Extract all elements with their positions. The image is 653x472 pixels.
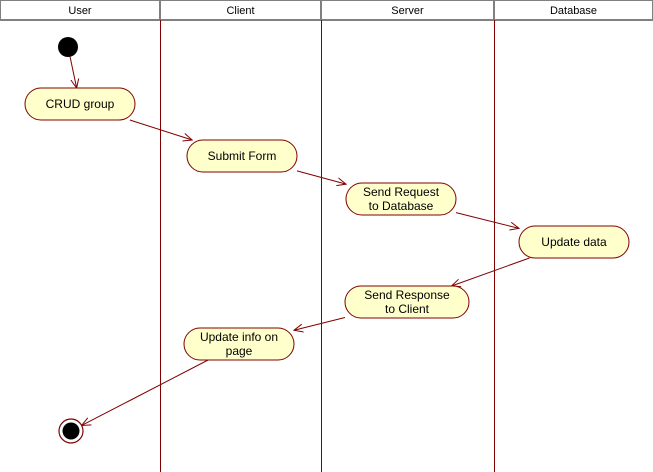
activity-update-data: Update data — [518, 225, 630, 259]
activity-shape — [183, 327, 295, 361]
activity-shape — [344, 285, 470, 319]
swimlane-label-database: Database — [550, 5, 597, 17]
swimlane-header-user — [0, 0, 160, 20]
activity-label: CRUD group — [46, 97, 115, 111]
swimlane-header-server — [321, 0, 494, 20]
flow-arrow-submit-form-to-send-request — [296, 170, 346, 184]
activity-label: Send Request — [363, 185, 440, 199]
activity-submit-form: Submit Form — [186, 139, 298, 173]
activity-shape — [24, 87, 136, 121]
activity-label: Update info on — [200, 330, 278, 344]
final-node — [58, 418, 84, 444]
swimlane-label-user: User — [68, 5, 92, 17]
swimlane-user: User — [0, 0, 160, 20]
activity-label: to Client — [385, 302, 430, 316]
activity-label: Submit Form — [208, 149, 277, 163]
control-flows — [69, 56, 530, 426]
activity-label: Send Response — [364, 288, 450, 302]
flow-arrow-start-to-crud-group — [69, 56, 77, 88]
activity-label: page — [226, 344, 253, 358]
activity-label: Update data — [541, 235, 607, 249]
flow-arrow-update-data-to-send-response — [452, 257, 530, 286]
swimlane-label-server: Server — [391, 5, 424, 17]
activity-crud-group: CRUD group — [24, 87, 136, 121]
flow-arrow-update-info-to-end — [82, 359, 209, 425]
activity-shape — [518, 225, 630, 259]
flow-arrow-crud-group-to-submit-form — [129, 119, 192, 140]
swimlane-database: Database — [494, 0, 653, 20]
flow-arrow-send-response-to-update-info — [294, 317, 346, 331]
swimlane-label-client: Client — [226, 5, 254, 17]
initial-node — [58, 37, 78, 57]
swimlane-client: Client — [160, 0, 321, 20]
activity-shape — [186, 139, 298, 173]
activity-shape — [345, 182, 457, 216]
flow-arrow-send-request-to-update-data — [455, 212, 519, 229]
activity-label: to Database — [369, 199, 434, 213]
swimlane-header-client — [160, 0, 321, 20]
swimlane-server: Server — [321, 0, 494, 20]
